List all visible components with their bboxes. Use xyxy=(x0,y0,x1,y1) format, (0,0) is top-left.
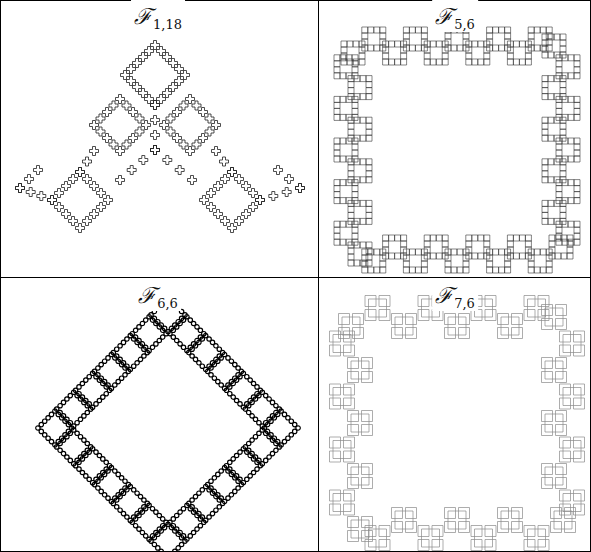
fractal-symbol: ℱ xyxy=(138,283,156,308)
cell-heading: ℱ1,18 xyxy=(131,0,185,32)
fractal-symbol: ℱ xyxy=(435,4,453,29)
fractal-symbol: ℱ xyxy=(435,283,453,308)
cell-heading: ℱ7,6 xyxy=(432,279,478,311)
fractal-f5-6 xyxy=(334,27,580,273)
fractal-f7-6 xyxy=(330,296,585,551)
cell-heading: ℱ6,6 xyxy=(135,279,181,311)
fractal-index: 1,18 xyxy=(153,17,182,32)
cell-divider xyxy=(0,277,591,278)
fractal-f6-6 xyxy=(36,296,301,552)
cell-divider xyxy=(318,0,319,552)
cell-heading: ℱ5,6 xyxy=(432,0,478,32)
fractal-index: 6,6 xyxy=(157,296,178,311)
fractal-index: 7,6 xyxy=(454,296,475,311)
fractal-f1-18 xyxy=(16,41,305,233)
fractal-symbol: ℱ xyxy=(134,4,152,29)
fractal-index: 5,6 xyxy=(454,17,475,32)
